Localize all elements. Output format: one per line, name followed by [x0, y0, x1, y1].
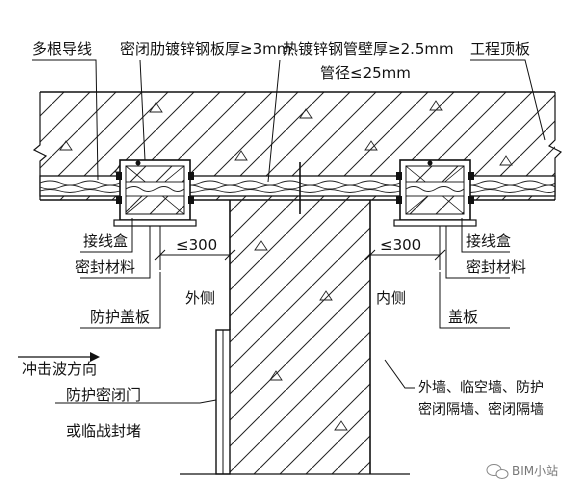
label-sealing-material-left: 密封材料	[75, 258, 135, 276]
junction-box-left	[116, 159, 194, 221]
label-pipe-diameter: 管径≤25mm	[320, 64, 411, 82]
blast-door-frame	[215, 329, 231, 475]
wechat-icon	[486, 464, 509, 479]
label-steel-pipe: 热镀锌钢管壁厚≥2.5mm	[283, 40, 454, 58]
label-outer-side: 外侧	[185, 289, 215, 307]
label-wall-types-1: 外墙、临空墙、防护	[418, 380, 544, 396]
label-blast-door-1: 防护密闭门	[66, 386, 141, 404]
watermark-text: BIM小站	[512, 464, 558, 478]
label-protective-cover: 防护盖板	[90, 308, 150, 326]
leader-lines	[32, 59, 546, 404]
dimension-right	[364, 226, 446, 270]
wall-section	[229, 200, 371, 474]
label-sealing-material-right: 密封材料	[466, 258, 526, 276]
label-wall-types-2: 密闭隔墙、密闭隔墙	[418, 401, 544, 418]
label-roof-slab: 工程顶板	[470, 40, 530, 58]
label-wires: 多根导线	[32, 40, 92, 58]
cover-plate-right	[393, 219, 477, 227]
dimension-left	[154, 226, 236, 270]
label-inner-side: 内侧	[376, 289, 406, 307]
label-cover-plate: 盖板	[448, 308, 478, 326]
shock-wave-arrow	[18, 352, 100, 362]
label-shock-wave: 冲击波方向	[22, 360, 97, 378]
label-sealed-plate: 密闭肋镀锌钢板厚≥3mm	[120, 40, 291, 58]
label-blast-door-2: 或临战封堵	[66, 422, 141, 440]
label-dim-right: ≤300	[380, 236, 421, 254]
watermark: BIM小站	[486, 464, 558, 479]
label-dim-left: ≤300	[176, 236, 217, 254]
label-junction-box-right: 接线盒	[466, 232, 511, 250]
junction-box-right	[396, 159, 474, 221]
label-junction-box-left: 接线盒	[83, 232, 128, 250]
cover-plate-left	[113, 219, 197, 227]
